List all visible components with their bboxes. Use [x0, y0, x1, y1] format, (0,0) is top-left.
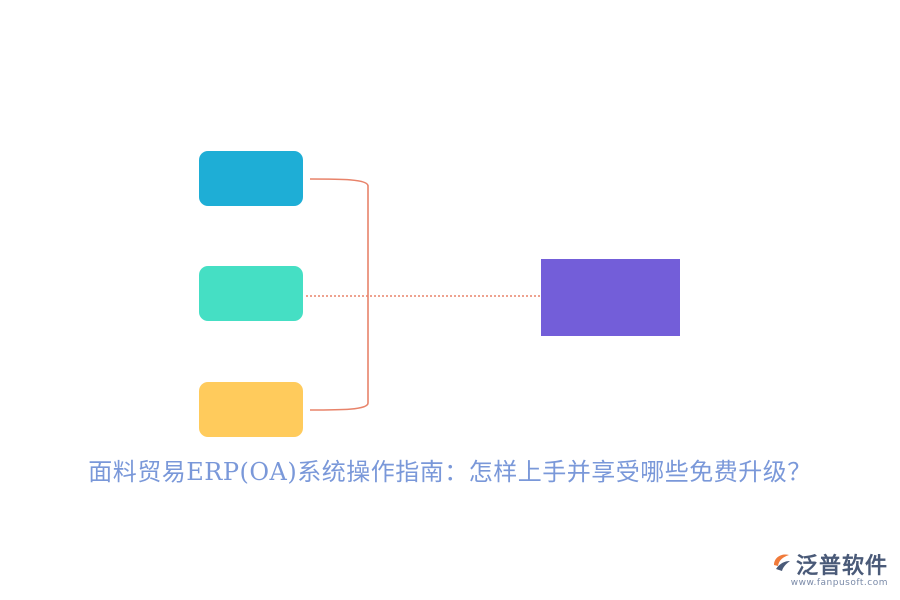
- watermark: 泛普软件 www.fanpusoft.com: [770, 548, 888, 588]
- watermark-url: www.fanpusoft.com: [790, 578, 888, 588]
- fanpu-logo-icon: [770, 551, 792, 577]
- diagram-node-3: [199, 382, 303, 437]
- diagram-hub-node: [541, 259, 680, 336]
- bracket-connector: [309, 178, 369, 411]
- diagram-caption: 面料贸易ERP(OA)系统操作指南：怎样上手并享受哪些免费升级？: [88, 458, 812, 486]
- watermark-name: 泛普软件: [795, 554, 888, 579]
- diagram-node-2: [199, 266, 303, 321]
- diagram-node-1: [199, 151, 303, 206]
